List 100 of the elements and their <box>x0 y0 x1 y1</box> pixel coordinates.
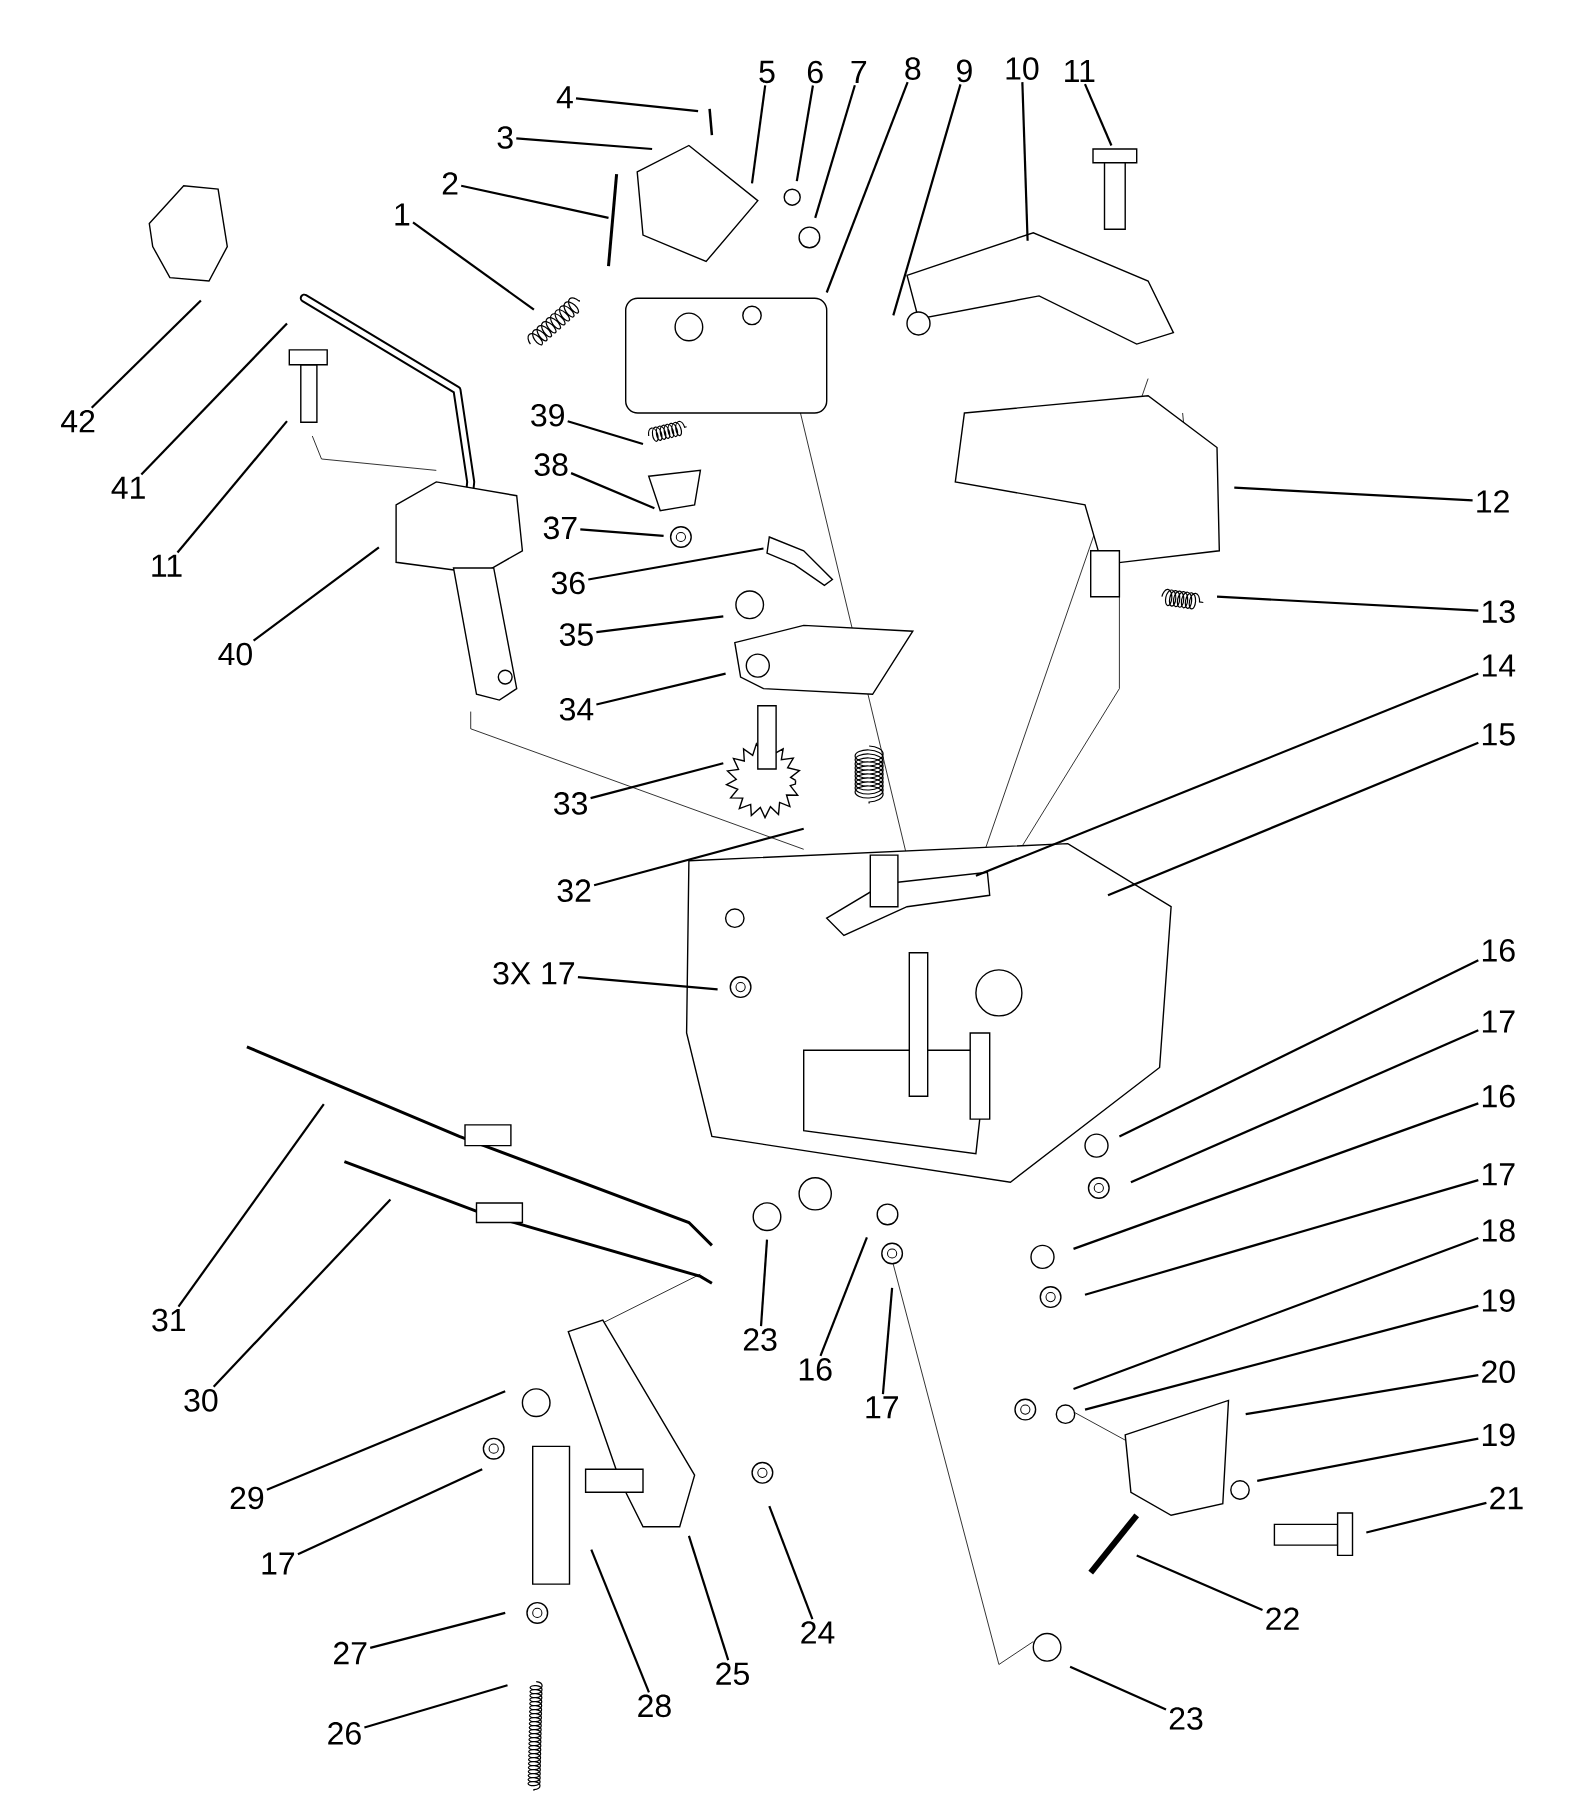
leader-line <box>1084 1179 1479 1296</box>
callout-number: 39 <box>531 403 564 427</box>
leader-line <box>1073 1236 1479 1391</box>
callout-number: 31 <box>152 1308 186 1332</box>
leader-line <box>1216 595 1479 612</box>
leader-line <box>1136 1554 1263 1611</box>
callout-number: 21 <box>1490 1486 1523 1510</box>
leader-line <box>1257 1437 1479 1482</box>
callout-number: 17 <box>262 1552 295 1575</box>
leader-line <box>596 615 724 634</box>
leader-line <box>1245 1373 1479 1416</box>
leader-line <box>1084 83 1113 146</box>
leader-line <box>140 322 288 476</box>
callout-number: 36 <box>551 571 585 595</box>
leader-line <box>1130 1029 1479 1184</box>
leader-line <box>881 1287 894 1395</box>
leader-line <box>759 1239 769 1327</box>
callout-number: 24 <box>801 1621 835 1644</box>
callout-number: 15 <box>1482 723 1515 746</box>
leader-line <box>975 672 1479 877</box>
leader-line <box>795 85 814 182</box>
callout-number: 40 <box>218 642 252 666</box>
leader-line <box>266 1390 506 1491</box>
callout-number: 3X 17 <box>493 961 575 985</box>
callout-number: 16 <box>799 1358 832 1381</box>
leader-line <box>1073 1102 1479 1250</box>
leader-line <box>687 1535 730 1661</box>
leader-line <box>590 762 724 800</box>
callout-number: 6 <box>807 60 823 84</box>
leader-line <box>252 546 380 642</box>
callout-number: 2 <box>442 172 458 195</box>
callout-number: 16 <box>1482 1084 1515 1108</box>
leader-line <box>1084 1304 1479 1411</box>
callout-number: 9 <box>957 59 972 83</box>
leader-line <box>297 1468 483 1556</box>
callout-number: 12 <box>1477 490 1509 513</box>
callout-number: 11 <box>152 554 182 577</box>
callout-number: 32 <box>557 879 591 902</box>
callout-number: 37 <box>543 516 577 540</box>
callout-number: 29 <box>230 1486 264 1510</box>
leader-line <box>580 528 664 537</box>
leader-line <box>588 547 764 581</box>
leader-line <box>825 81 909 293</box>
callout-number: 42 <box>61 409 95 433</box>
leader-line <box>577 976 718 991</box>
leader-line <box>768 1505 814 1620</box>
callout-number: 18 <box>1482 1219 1515 1242</box>
callout-number: 22 <box>1266 1607 1299 1630</box>
callout-number: 28 <box>638 1694 671 1718</box>
leader-line <box>593 827 804 887</box>
leader-line <box>364 1684 508 1729</box>
leader-line <box>1107 741 1479 897</box>
callout-number: 33 <box>554 792 587 815</box>
callout-number: 19 <box>1482 1423 1515 1447</box>
leader-line <box>750 85 767 184</box>
leader-line <box>570 472 655 510</box>
leader-line <box>1069 1665 1167 1711</box>
leader-line <box>1234 486 1473 502</box>
leader-line <box>814 84 856 219</box>
callout-number: 1 <box>395 203 410 226</box>
callout-number: 7 <box>851 61 867 83</box>
leader-line <box>177 1103 325 1308</box>
leader-line <box>819 1237 868 1357</box>
leader-line <box>1021 82 1029 241</box>
callout-number: 35 <box>559 623 593 646</box>
leader-line <box>1366 1501 1487 1534</box>
callout-number: 41 <box>111 476 145 499</box>
callout-number: 27 <box>334 1641 367 1665</box>
callout-number: 38 <box>534 453 568 476</box>
callout-number: 26 <box>328 1722 361 1745</box>
leader-line <box>369 1611 506 1649</box>
callout-number: 11 <box>1065 59 1095 82</box>
callout-number: 16 <box>1482 939 1515 962</box>
callout-number: 10 <box>1006 57 1039 80</box>
leader-line <box>212 1198 392 1388</box>
leader-line <box>567 420 644 446</box>
leader-line <box>892 84 962 316</box>
leader-line <box>575 97 699 113</box>
callout-number: 17 <box>1482 1163 1515 1186</box>
callout-number: 13 <box>1482 600 1515 623</box>
leader-line <box>596 672 726 706</box>
leader-line <box>516 137 653 151</box>
callout-number: 30 <box>184 1389 218 1412</box>
callout-number: 23 <box>743 1328 777 1351</box>
callout-number: 14 <box>1482 654 1516 677</box>
callout-number: 34 <box>559 697 594 721</box>
callout-number: 17 <box>1482 1010 1515 1033</box>
leader-line <box>176 420 288 554</box>
callout-number: 8 <box>905 57 921 80</box>
leader-line <box>412 221 535 311</box>
callout-number: 3 <box>497 126 513 149</box>
callout-number: 23 <box>1169 1707 1203 1730</box>
leader-line <box>90 299 202 409</box>
callout-number: 19 <box>1482 1289 1515 1312</box>
callout-number: 25 <box>716 1662 749 1685</box>
callout-number: 4 <box>556 86 573 109</box>
callout-number: 5 <box>759 60 775 84</box>
callout-number: 20 <box>1482 1360 1515 1383</box>
leader-line <box>460 184 609 219</box>
leader-line <box>1118 959 1479 1138</box>
